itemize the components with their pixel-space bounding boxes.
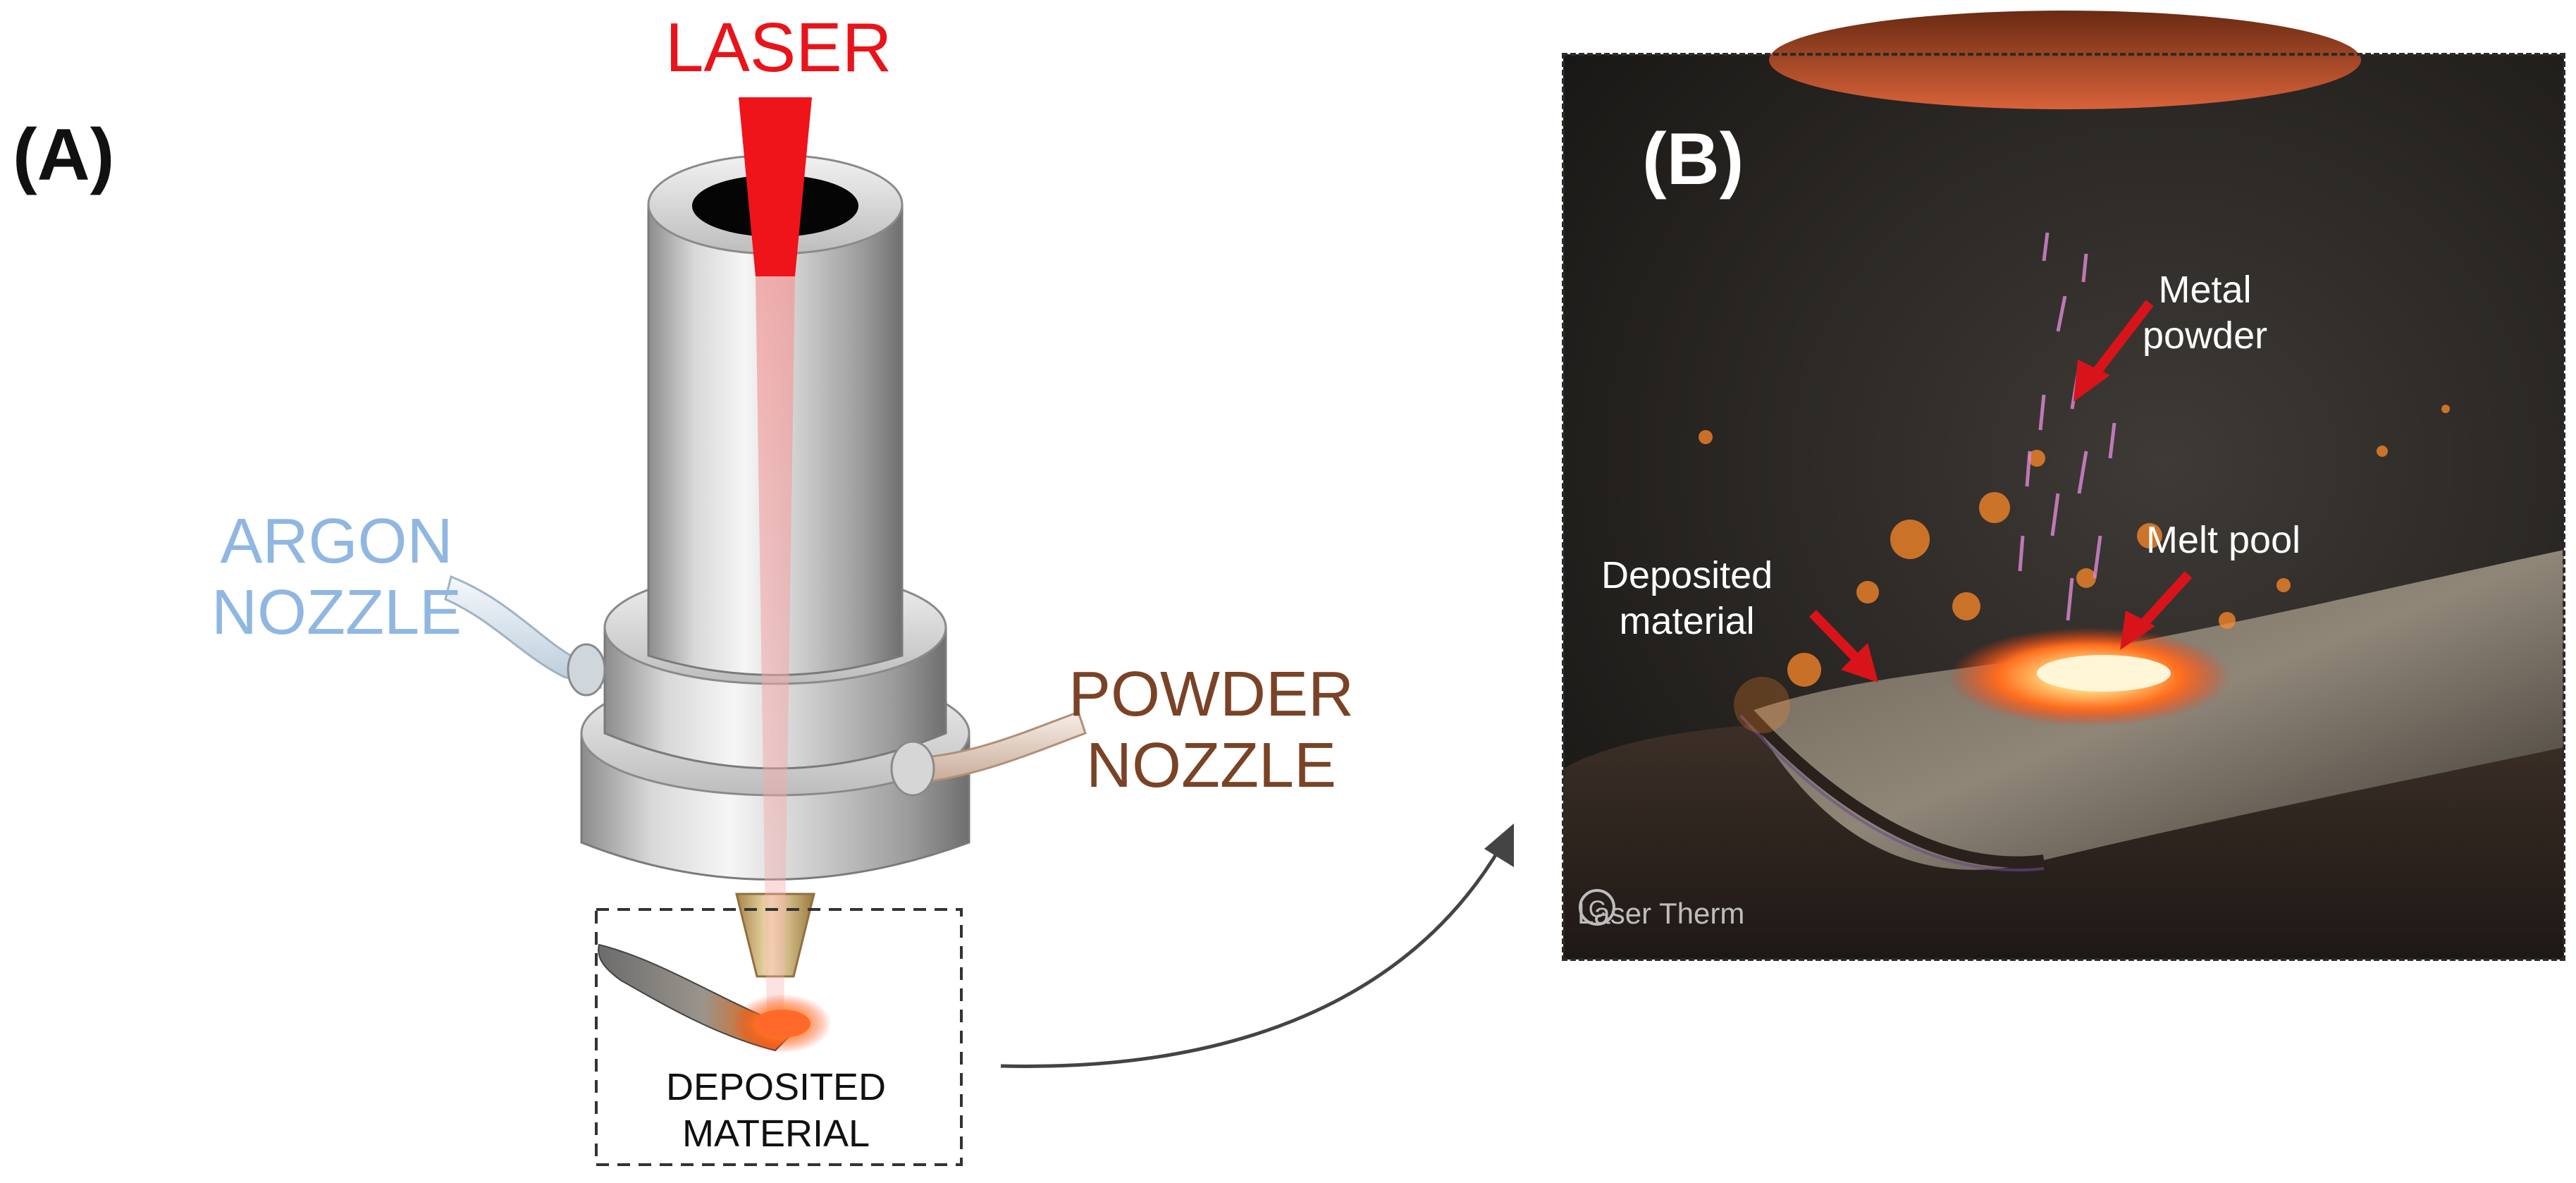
- melt-pool-label: Melt pool: [2146, 519, 2301, 561]
- laser-beam-top: [739, 97, 812, 276]
- photo-nozzle: [1769, 11, 2361, 109]
- argon-nozzle-label: ARGON NOZZLE: [211, 506, 462, 648]
- arrow-deposited: [1808, 610, 1865, 666]
- panel-a-label: (A): [13, 114, 115, 196]
- deposited-box: [595, 908, 963, 1166]
- copyright-text: Laser Therm: [1577, 897, 1745, 930]
- connector-arrowhead: [1484, 823, 1514, 867]
- panel-b-label: (B): [1642, 118, 1744, 200]
- metal-powder-label: Metal powder: [2143, 269, 2268, 357]
- photo-deposited-label: Deposited material: [1601, 554, 1773, 642]
- laser-beam-inner: [756, 276, 795, 1015]
- powder-tube: [915, 711, 1087, 784]
- arrow-metal-powder: [2085, 300, 2154, 384]
- copyright-icon: [1579, 889, 1615, 926]
- svg-text:C: C: [1589, 896, 1606, 923]
- deposited-material-label: DEPOSITED MATERIAL: [666, 1066, 887, 1155]
- powder-stream: [2018, 232, 2116, 621]
- nozzle-illustration: [444, 97, 1087, 1053]
- photo-arrows: [1808, 300, 2193, 682]
- powder-nozzle-label: POWDER NOZZLE: [1068, 659, 1354, 801]
- laser-label: LASER: [665, 8, 892, 86]
- spark-particles: [1699, 405, 2450, 733]
- photo-frame: (B) Metal powder Melt pool Deposited mat…: [1562, 53, 2565, 961]
- process-photo: C: [1563, 11, 2564, 960]
- connector-arrow: [1000, 842, 1504, 1068]
